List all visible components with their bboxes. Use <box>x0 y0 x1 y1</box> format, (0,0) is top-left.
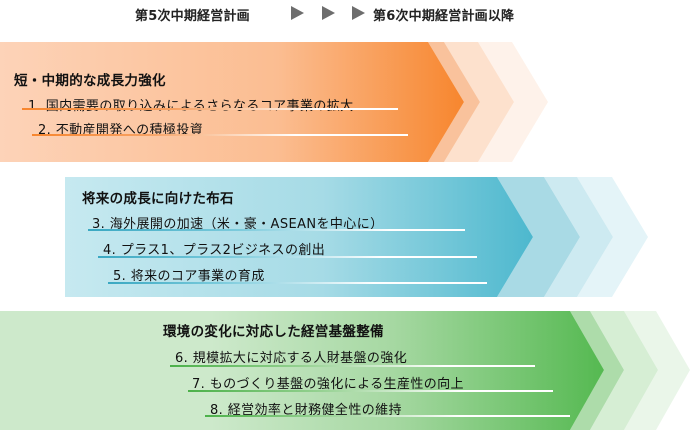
section-item: 5. 将来のコア事業の育成 <box>113 269 265 284</box>
item-underline <box>108 282 487 284</box>
section-band-management-foundation: 環境の変化に対応した経営基盤整備 6. 規模拡大に対応する人財基盤の強化 7. … <box>0 311 690 430</box>
section-band-short-mid-term: 短・中期的な成長力強化 1. 国内需要の取り込みによるさらなるコア事業の拡大 2… <box>0 42 690 162</box>
item-underline <box>205 415 570 417</box>
play-triangle-icon <box>291 6 304 20</box>
play-triangle-icon <box>352 6 365 20</box>
item-underline <box>88 229 465 231</box>
chevron-arrow-green <box>0 311 690 430</box>
section-item: 1. 国内需要の取り込みによるさらなるコア事業の拡大 <box>28 99 354 114</box>
chevron-arrow-orange <box>0 42 548 162</box>
section-item: 8. 経営効率と財務健全性の維持 <box>210 403 402 418</box>
section-title: 短・中期的な成長力強化 <box>14 73 166 89</box>
play-triangle-icon <box>322 6 335 20</box>
chevron-arrow-blue <box>65 177 648 297</box>
item-underline <box>170 365 535 367</box>
from-plan-label: 第5次中期経営計画 <box>135 9 250 24</box>
section-title: 将来の成長に向けた布石 <box>82 191 234 207</box>
item-underline <box>22 108 398 110</box>
section-item: 7. ものづくり基盤の強化による生産性の向上 <box>192 377 464 392</box>
item-underline <box>188 390 553 392</box>
section-item: 4. プラス1、プラス2ビジネスの創出 <box>103 243 326 258</box>
section-band-future-growth: 将来の成長に向けた布石 3. 海外展開の加速（米・豪・ASEANを中心に） 4.… <box>65 177 690 297</box>
section-title: 環境の変化に対応した経営基盤整備 <box>163 324 384 340</box>
item-underline <box>32 134 408 136</box>
section-item: 6. 規模拡大に対応する人財基盤の強化 <box>175 351 408 366</box>
item-underline <box>98 256 477 258</box>
timeline-header: 第5次中期経営計画 第6次中期経営計画以降 <box>0 0 690 30</box>
section-item: 3. 海外展開の加速（米・豪・ASEANを中心に） <box>92 217 384 232</box>
to-plan-label: 第6次中期経営計画以降 <box>373 9 515 24</box>
